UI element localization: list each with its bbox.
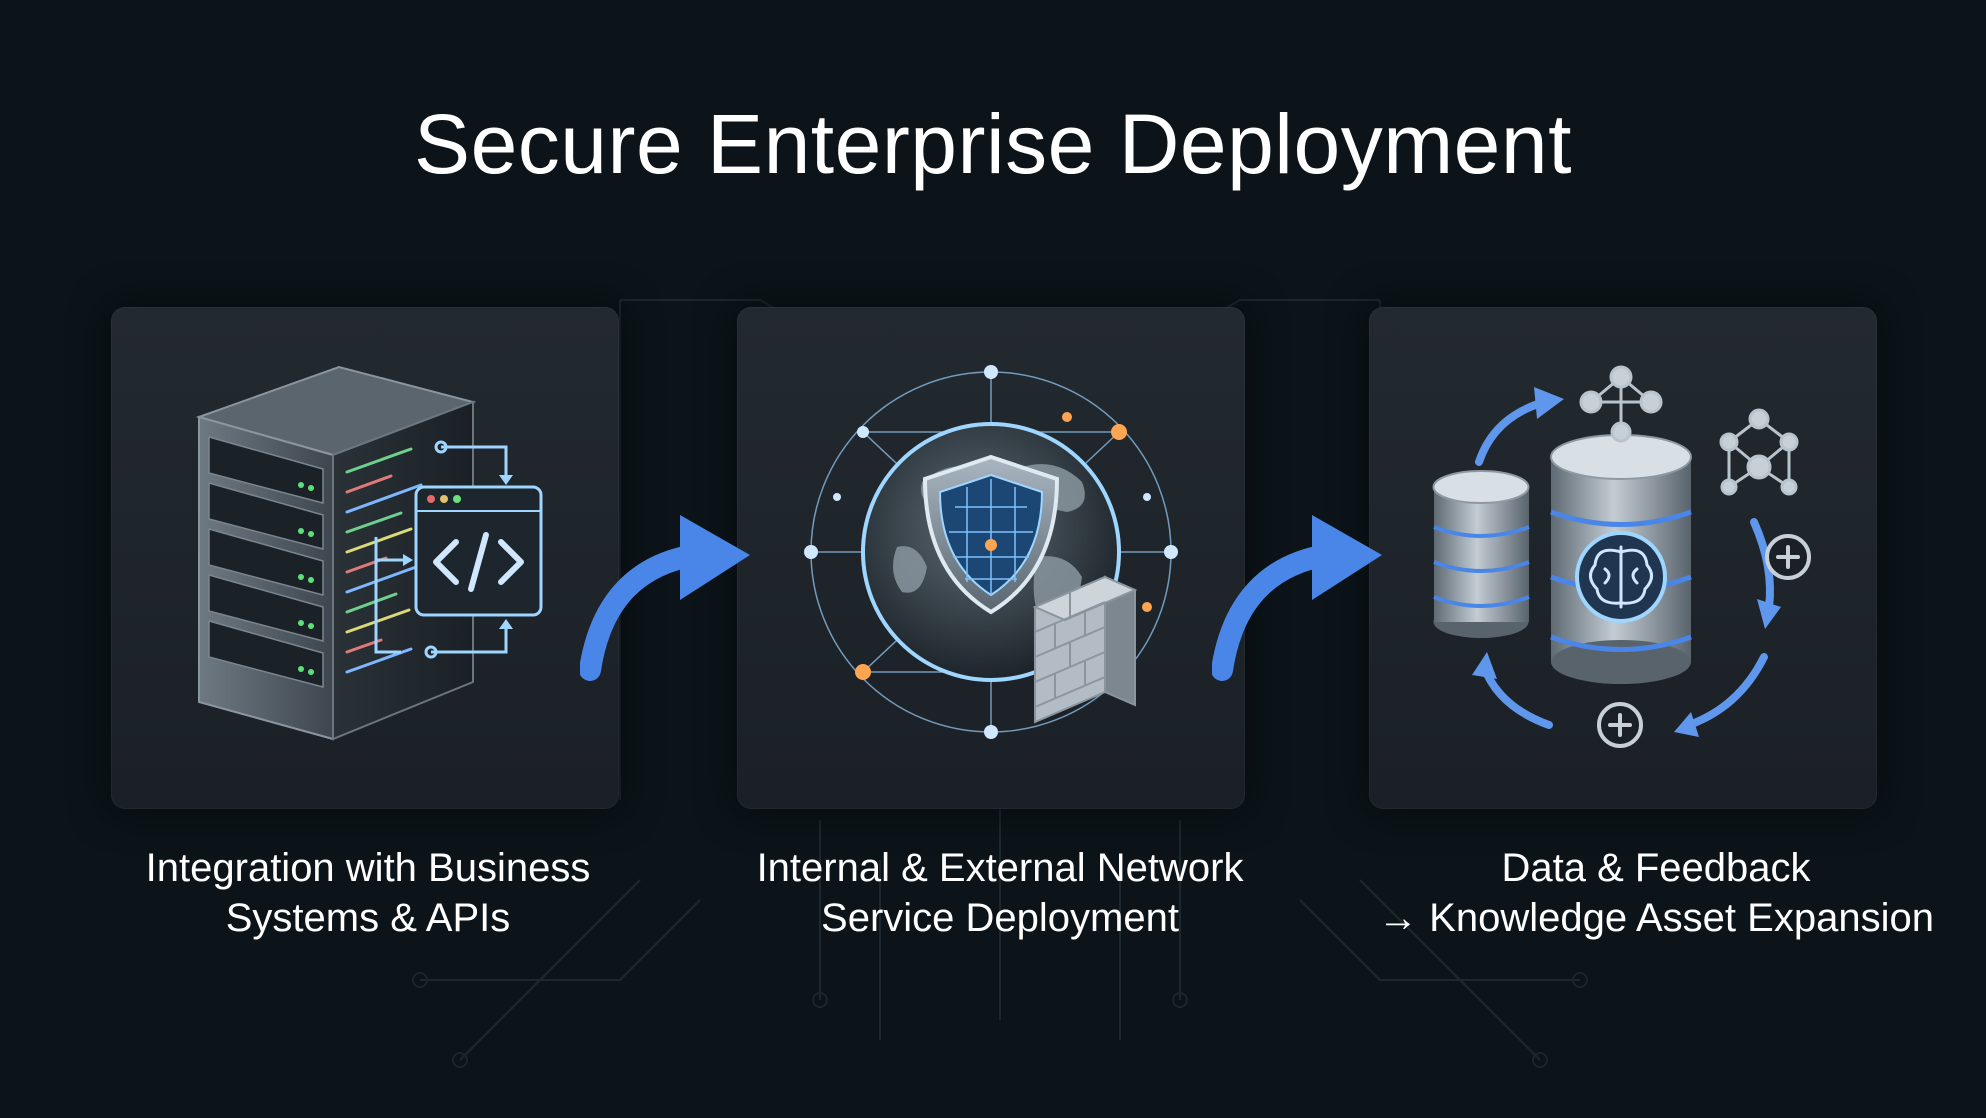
server-code-icon [195,365,543,741]
caption-line: Systems & APIs [225,896,511,940]
step-panel-network [737,307,1245,809]
step-caption-integration: Integration with Business Systems & APIs [58,843,678,943]
caption-line: Data & Feedback [1501,846,1811,890]
flow-arrow-right-icon [1212,515,1382,681]
caption-line: Integration with Business [145,846,591,890]
slide-title: Secure Enterprise Deployment [414,97,1572,191]
caption-line: Internal & External Network [756,846,1244,890]
step-panel-integration [111,307,619,809]
step-caption-network: Internal & External Network Service Depl… [690,843,1310,943]
database-brain-cycle-icon [1432,365,1811,748]
caption-line: Service Deployment [821,896,1179,940]
flow-arrow-right-icon [580,515,750,681]
step-caption-knowledge: Data & Feedback → Knowledge Asset Expans… [1336,843,1976,943]
globe-shield-firewall-icon [804,365,1178,739]
caption-line: → Knowledge Asset Expansion [1378,896,1934,940]
step-panel-knowledge [1369,307,1877,809]
